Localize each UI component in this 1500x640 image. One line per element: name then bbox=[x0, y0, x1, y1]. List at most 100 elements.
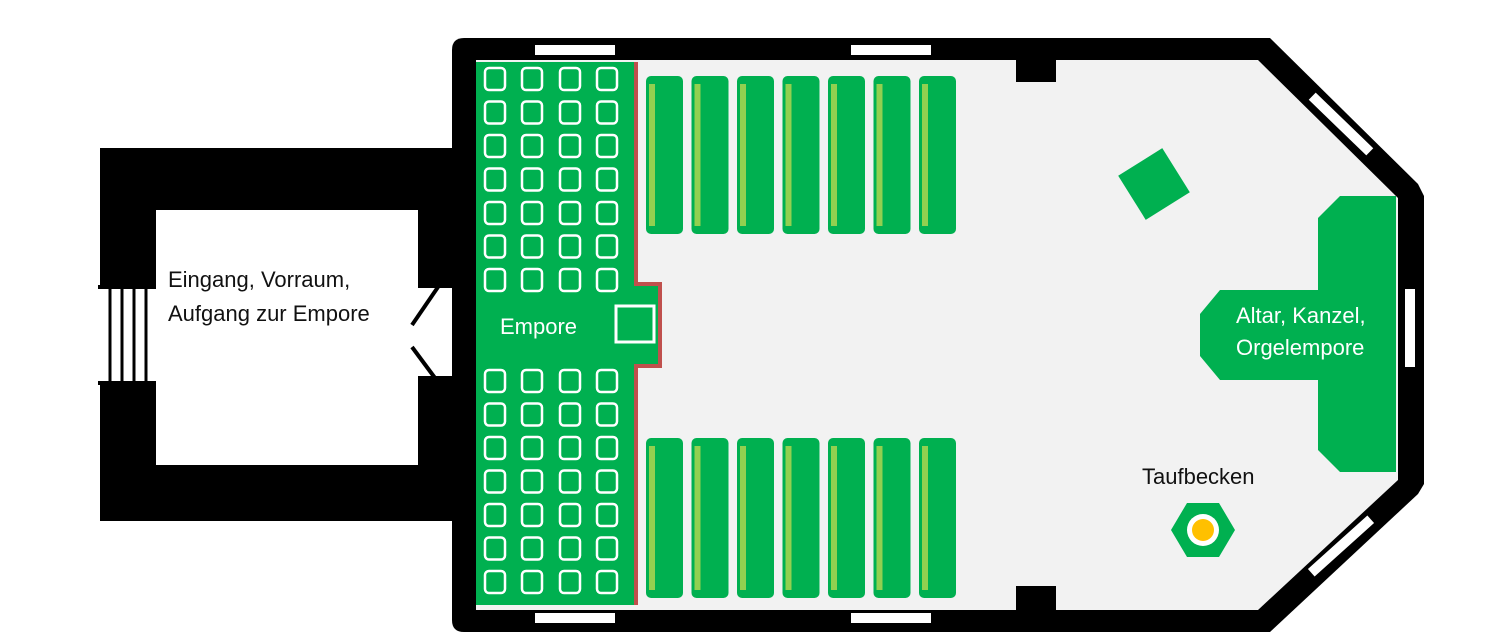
pew-seat bbox=[782, 76, 820, 234]
gallery-seat bbox=[520, 368, 544, 394]
pew bbox=[828, 76, 865, 234]
gallery-seat bbox=[595, 536, 619, 561]
window-bottom-left bbox=[533, 611, 617, 625]
lectern bbox=[1118, 148, 1190, 220]
gallery-seat bbox=[595, 435, 619, 461]
gallery-seat bbox=[595, 569, 619, 595]
gallery-seat bbox=[520, 200, 544, 226]
pew bbox=[828, 438, 865, 598]
gallery-seat bbox=[483, 66, 507, 92]
pew bbox=[919, 76, 956, 234]
gallery-seat bbox=[595, 100, 619, 125]
pew-backrest bbox=[694, 84, 701, 226]
pew-seat bbox=[691, 76, 729, 234]
gallery-seat bbox=[520, 502, 544, 528]
gallery-seat bbox=[520, 100, 544, 125]
gallery-seat bbox=[558, 167, 582, 192]
pew bbox=[691, 438, 729, 598]
gallery-seat bbox=[558, 133, 582, 159]
pew bbox=[782, 438, 820, 598]
pew-backrest bbox=[740, 84, 746, 226]
gallery-seat bbox=[595, 167, 619, 192]
window-right bbox=[1403, 287, 1417, 369]
gallery-seat bbox=[483, 536, 507, 561]
pew-backrest bbox=[922, 84, 928, 226]
gallery-seat bbox=[520, 569, 544, 595]
pews-north bbox=[646, 76, 956, 234]
pew-seat bbox=[646, 76, 683, 234]
gallery-seat bbox=[483, 402, 507, 427]
gallery-seat bbox=[483, 502, 507, 528]
gallery bbox=[476, 62, 662, 605]
pew-backrest bbox=[740, 446, 746, 590]
gallery-seat bbox=[595, 267, 619, 293]
pews-south bbox=[646, 438, 956, 598]
pew bbox=[691, 76, 729, 234]
font-label: Taufbecken bbox=[1142, 464, 1255, 489]
altar-block bbox=[1200, 196, 1396, 472]
pew-seat bbox=[737, 438, 774, 598]
gallery-seat bbox=[558, 536, 582, 561]
gallery-seat bbox=[558, 66, 582, 92]
pew-backrest bbox=[831, 84, 837, 226]
pew-seat bbox=[873, 76, 911, 234]
gallery-seat bbox=[483, 469, 507, 494]
gallery-seat bbox=[483, 234, 507, 259]
gallery-seat bbox=[483, 167, 507, 192]
gallery-seat bbox=[520, 167, 544, 192]
door-leaf-upper bbox=[410, 285, 440, 327]
gallery-seat bbox=[558, 402, 582, 427]
pew-seat bbox=[737, 76, 774, 234]
pew-backrest bbox=[785, 446, 792, 590]
pew-seat bbox=[646, 438, 683, 598]
gallery-seat bbox=[595, 234, 619, 259]
gallery-seat bbox=[558, 234, 582, 259]
pew-backrest bbox=[649, 84, 655, 226]
font-water bbox=[1192, 519, 1214, 541]
gallery-label: Empore bbox=[500, 314, 577, 339]
gallery-seat bbox=[558, 435, 582, 461]
gallery-seat bbox=[520, 435, 544, 461]
gallery-seat bbox=[595, 66, 619, 92]
gallery-seat bbox=[558, 267, 582, 293]
gallery-seat bbox=[520, 133, 544, 159]
pew-seat bbox=[873, 438, 911, 598]
gallery-seat bbox=[483, 267, 507, 293]
window-diag-top bbox=[1305, 89, 1377, 159]
altar-label-line1: Altar, Kanzel, bbox=[1236, 303, 1366, 328]
gallery-seat bbox=[520, 66, 544, 92]
door-leaf-lower bbox=[410, 345, 437, 380]
window-diag-bottom bbox=[1305, 512, 1377, 580]
windows bbox=[533, 43, 1417, 625]
pew-seat bbox=[691, 438, 729, 598]
pew bbox=[737, 76, 774, 234]
gallery-seat bbox=[483, 100, 507, 125]
gallery-seat bbox=[595, 133, 619, 159]
gallery-seat bbox=[595, 200, 619, 226]
pew-seat bbox=[919, 76, 956, 234]
entrance-door bbox=[98, 285, 156, 385]
pew bbox=[737, 438, 774, 598]
window-top-mid bbox=[849, 43, 933, 57]
pew-backrest bbox=[876, 446, 883, 590]
gallery-seat bbox=[520, 536, 544, 561]
gallery-seat bbox=[558, 200, 582, 226]
gallery-seat bbox=[595, 502, 619, 528]
gallery-seat bbox=[558, 469, 582, 494]
pew bbox=[873, 76, 911, 234]
gallery-seat bbox=[520, 234, 544, 259]
gallery-seat bbox=[558, 100, 582, 125]
gallery-seat bbox=[558, 502, 582, 528]
gallery-seats bbox=[483, 66, 619, 595]
pillar-bottom bbox=[1016, 586, 1056, 610]
gallery-seat bbox=[595, 368, 619, 394]
gallery-seat bbox=[483, 200, 507, 226]
gallery-seat bbox=[595, 402, 619, 427]
window-bottom-mid bbox=[849, 611, 933, 625]
entrance-label-line1: Eingang, Vorraum, bbox=[168, 267, 350, 292]
pew bbox=[646, 438, 683, 598]
gallery-seat bbox=[520, 469, 544, 494]
pew-backrest bbox=[876, 84, 883, 226]
gallery-seat bbox=[558, 569, 582, 595]
